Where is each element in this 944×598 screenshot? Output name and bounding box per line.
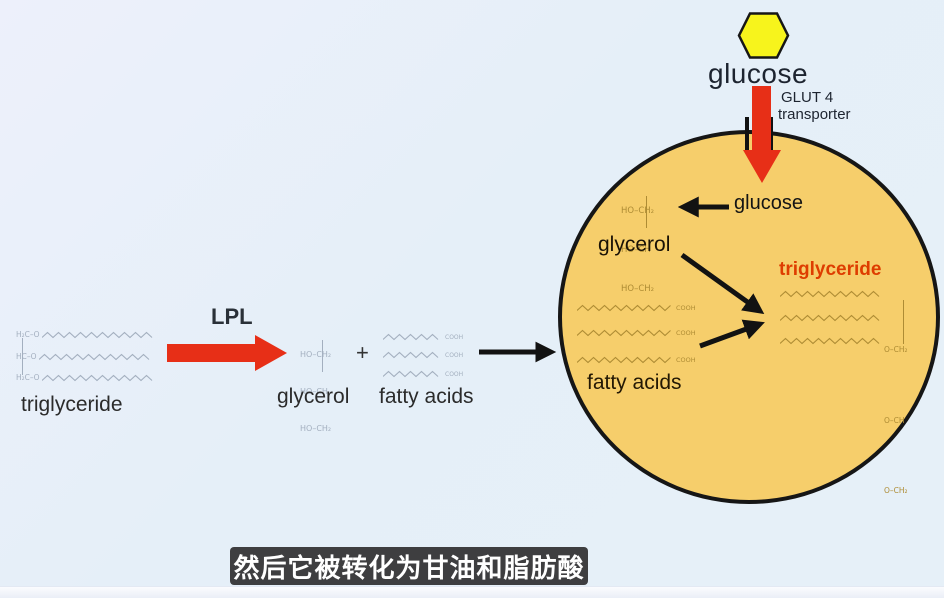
formula-line: HO–CH₂ bbox=[300, 350, 332, 359]
lpl-reaction-arrowhead-icon bbox=[255, 335, 287, 371]
formula-line: HO–CH₂ bbox=[621, 284, 655, 294]
fatty-acid-zigzag bbox=[780, 290, 880, 298]
cell-fatty-acid-row: COOH bbox=[577, 304, 696, 312]
carboxyl-text: COOH bbox=[445, 333, 464, 341]
fatty-acid-zigzag bbox=[780, 337, 880, 345]
fatty-acid-zigzag bbox=[41, 374, 152, 381]
cell-fatty-acid-row: COOH bbox=[577, 356, 696, 364]
plasma-triglyceride-label: triglyceride bbox=[21, 393, 123, 416]
plasma-fatty-acids-label: fatty acids bbox=[379, 385, 474, 408]
glycerol-backbone-line bbox=[646, 196, 647, 228]
carboxyl-text: COOH bbox=[676, 356, 696, 364]
backbone-text: H₂C–O bbox=[16, 330, 40, 339]
carboxyl-text: COOH bbox=[676, 304, 696, 312]
cell-fatty-acids-label: fatty acids bbox=[587, 371, 682, 394]
cell-membrane bbox=[558, 130, 940, 504]
cell-triglyceride-backbone: O–CH₂ O–CH O–CH₂ bbox=[884, 291, 908, 550]
plus-sign: + bbox=[356, 340, 369, 365]
glucose-entry-arrow bbox=[752, 86, 771, 152]
glut4-channel-left-bar bbox=[745, 117, 749, 152]
fatty-acid-zigzag bbox=[577, 304, 671, 312]
formula-line: HO–CH₂ bbox=[300, 424, 332, 433]
glut4-channel-right-bar bbox=[769, 117, 773, 152]
fatty-acid-zigzag bbox=[780, 314, 880, 322]
backbone-text: O–CH₂ bbox=[884, 486, 908, 495]
plasma-glycerol-structure: HO–CH₂ HO–CH HO–CH₂ bbox=[300, 327, 331, 456]
bottom-bar bbox=[0, 586, 944, 598]
formula-line: HO–CH bbox=[300, 387, 328, 396]
triglyceride-chain-row: H₂C–O bbox=[16, 373, 156, 382]
fatty-acid-zigzag bbox=[41, 331, 152, 338]
cell-glycerol-label: glycerol bbox=[598, 233, 671, 256]
backbone-text: H₂C–O bbox=[16, 373, 40, 382]
subtitle-caption: 然后它被转化为甘油和脂肪酸 bbox=[230, 547, 588, 585]
triglyceride-backbone-line bbox=[22, 338, 23, 375]
fatty-acid-zigzag bbox=[577, 356, 671, 364]
cell-triglyceride-label: triglyceride bbox=[779, 259, 882, 280]
lpl-reaction-arrow bbox=[167, 344, 255, 362]
backbone-text: O–CH₂ bbox=[884, 345, 908, 354]
cell-glucose-label: glucose bbox=[734, 192, 803, 214]
formula-line: HO–CH₂ bbox=[621, 206, 655, 216]
carboxyl-text: COOH bbox=[445, 351, 464, 359]
glucose-label: glucose bbox=[708, 58, 809, 89]
fatty-acid-row: COOH bbox=[383, 333, 463, 341]
fatty-acid-zigzag bbox=[383, 370, 439, 378]
formula-line: HO–CH bbox=[621, 245, 651, 255]
triglyceride-backbone-line bbox=[903, 300, 904, 344]
glucose-hexagon-icon bbox=[737, 12, 790, 59]
glucose-entry-arrowhead-icon bbox=[743, 150, 781, 183]
triglyceride-chain-row: H₂C–O bbox=[16, 330, 156, 339]
transporter-label: transporter bbox=[778, 106, 851, 123]
plasma-glycerol-label: glycerol bbox=[277, 385, 350, 408]
fatty-acid-zigzag bbox=[577, 329, 671, 337]
backbone-text: O–CH bbox=[884, 415, 905, 425]
triglyceride-chain-row: HC–O bbox=[16, 352, 153, 361]
carboxyl-text: COOH bbox=[676, 329, 696, 337]
glycerol-backbone-line bbox=[322, 340, 323, 372]
fatty-acid-zigzag bbox=[383, 351, 439, 359]
backbone-text: HC–O bbox=[16, 352, 37, 361]
fatty-acid-row: COOH bbox=[383, 370, 463, 378]
fatty-acid-zigzag bbox=[38, 353, 149, 360]
cell-fatty-acid-row: COOH bbox=[577, 329, 696, 337]
lpl-enzyme-label: LPL bbox=[211, 304, 253, 329]
fatty-acid-row: COOH bbox=[383, 351, 463, 359]
fatty-acid-zigzag bbox=[383, 333, 439, 341]
cell-glycerol-structure: HO–CH₂ HO–CH HO–CH₂ bbox=[621, 182, 654, 319]
glut4-label: GLUT 4 bbox=[781, 89, 834, 106]
carboxyl-text: COOH bbox=[445, 370, 464, 378]
